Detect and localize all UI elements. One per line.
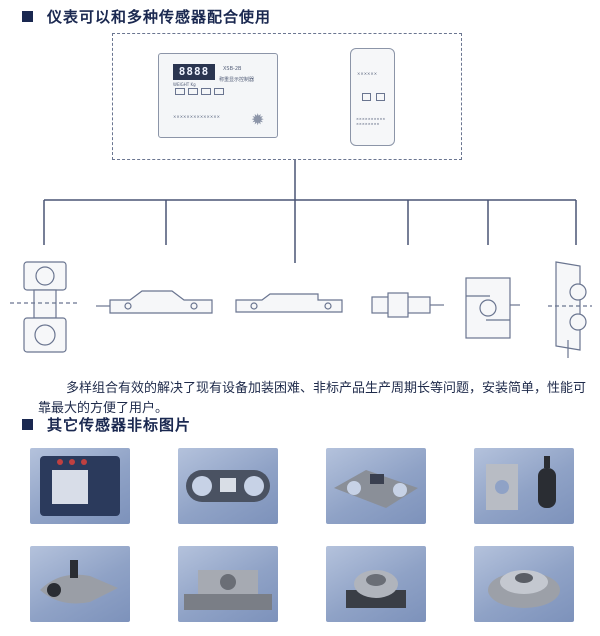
section-title: 其它传感器非标图片 (47, 416, 192, 434)
indicator-maker: ×××××××××××××× (173, 114, 220, 119)
section-heading-1: 仪表可以和多种传感器配合使用 (22, 6, 271, 27)
square-bullet-icon (22, 419, 33, 430)
connection-lines (43, 160, 577, 263)
junction-box-footer: ×××××××××× ×××××××× (356, 117, 386, 126)
platform-mount-sensor-photo (178, 546, 278, 622)
s-type-sensor-icon (465, 277, 520, 339)
instrument-group-box (112, 33, 462, 160)
ring-link-sensor-photo (178, 448, 278, 524)
gear-icon: ✹ (251, 110, 265, 129)
junction-box: ×××××× ×××××××××× ×××××××× (350, 48, 395, 146)
hook-sensor-photo (30, 546, 130, 622)
terminal-port (376, 93, 385, 101)
hanging-sensor-icon (548, 261, 592, 358)
junction-box-label: ×××××× (357, 71, 378, 76)
s-type-sensor-photo (474, 448, 574, 524)
chain-link-sensor-photo (326, 448, 426, 524)
beam-sensor-icon (96, 290, 213, 314)
weighing-indicator: 8888 XSB-2B 称重显示控制器 WEIGHT Kg ××××××××××… (158, 53, 278, 138)
instrument-box-photo (30, 448, 130, 524)
spoke-sensor-photo (474, 546, 574, 622)
indicator-model: XSB-2B (223, 66, 242, 72)
indicator-buttons (175, 88, 224, 95)
section-heading-2: 其它传感器非标图片 (22, 414, 191, 435)
bellows-sensor-icon (371, 292, 444, 318)
section-title: 仪表可以和多种传感器配合使用 (47, 8, 272, 26)
description-text: 多样组合有效的解决了现有设备加装困难、非标产品生产周期长等问题，安装简单，性能可… (38, 381, 587, 416)
lcd-display: 8888 (173, 64, 215, 80)
square-bullet-icon (22, 11, 33, 22)
column-sensor-photo (326, 546, 426, 622)
shear-beam-sensor-icon (235, 293, 343, 313)
ring-sensor-icon (10, 261, 80, 353)
indicator-name: 称重显示控制器 (219, 77, 255, 83)
terminal-port (362, 93, 371, 101)
sensor-drawings (10, 261, 592, 358)
indicator-led-label: WEIGHT Kg (173, 82, 196, 87)
